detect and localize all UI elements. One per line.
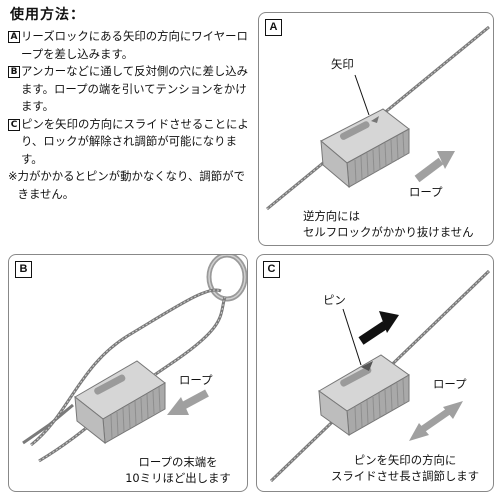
direction-arrow-icon bbox=[414, 151, 455, 183]
wire-rope-strands bbox=[30, 289, 226, 462]
instructions-title: 使用方法： bbox=[10, 7, 85, 23]
panel-c-illustration bbox=[269, 269, 491, 483]
caption-line-2: スライドさせ長さ調節します bbox=[330, 469, 480, 483]
step-c: C ピンを矢印の方向にスライドさせることにより、ロックが解除され調節が可能になり… bbox=[8, 116, 254, 169]
panel-letter-badge: A bbox=[265, 19, 282, 36]
rope-label: ロープ bbox=[409, 185, 443, 199]
instructions: 使用方法： A リーズロックにある矢印の方向にワイヤーロープを差し込みます。 B… bbox=[8, 4, 254, 203]
pin-slide-arrow-icon bbox=[358, 311, 399, 345]
panel-letter-badge: B bbox=[15, 261, 32, 278]
wire-rope-strands bbox=[270, 270, 490, 482]
pin-label: ピン bbox=[323, 293, 346, 307]
pull-direction-arrow-icon bbox=[167, 389, 209, 415]
step-text: ピンを矢印の方向にスライドさせることにより、ロックが解除され調節が可能になります… bbox=[21, 116, 249, 166]
lock-body bbox=[318, 354, 410, 437]
step-b: B アンカーなどに通して反対側の穴に差し込みます。ロープの端を引いてテンションを… bbox=[8, 63, 254, 116]
caption-line-2: 10ミリほど出します bbox=[125, 471, 231, 485]
arrow-mark-leader bbox=[354, 74, 370, 116]
note: ※ 力がかかるとピンが動かなくなり、調節ができません。 bbox=[8, 168, 254, 203]
panel-letter-badge: C bbox=[263, 261, 280, 278]
caption-line-1: ロープの末端を bbox=[138, 455, 218, 469]
step-a: A リーズロックにある矢印の方向にワイヤーロープを差し込みます。 bbox=[8, 28, 254, 63]
arrow-mark-label: 矢印 bbox=[331, 57, 354, 71]
panel-a: A 矢印 ロープ 逆方向には セルフロックがかかり抜けません bbox=[258, 12, 494, 246]
panel-b: B ロープ ロープの末端を 10ミリほど出します bbox=[8, 254, 248, 492]
caption-line-2: セルフロックがかかり抜けません bbox=[303, 225, 474, 239]
caption-line-1: ピンを矢印の方向に bbox=[353, 453, 457, 467]
note-text: 力がかかるとピンが動かなくなり、調節ができません。 bbox=[17, 169, 245, 201]
step-letter: C bbox=[8, 118, 20, 131]
panel-a-illustration bbox=[266, 25, 490, 211]
pin-leader bbox=[342, 308, 362, 366]
adjust-double-arrow-icon bbox=[409, 401, 463, 441]
rope-label: ロープ bbox=[179, 373, 213, 387]
step-letter: A bbox=[8, 31, 20, 43]
caption-line-1: 逆方向には bbox=[303, 209, 360, 223]
rope-label: ロープ bbox=[433, 377, 467, 391]
panel-b-illustration bbox=[22, 255, 247, 463]
panel-c: C ピン ロープ ピンを矢印の方向に スライドさせ長さ調節します bbox=[256, 254, 494, 492]
step-text: アンカーなどに通して反対側の穴に差し込みます。ロープの端を引いてテンションをかけ… bbox=[21, 64, 249, 113]
step-text: リーズロックにある矢印の方向にワイヤーロープを差し込みます。 bbox=[21, 29, 248, 61]
step-letter: B bbox=[8, 66, 20, 78]
lock-body bbox=[74, 360, 166, 445]
note-mark: ※ bbox=[8, 169, 18, 183]
lock-body bbox=[320, 108, 410, 189]
